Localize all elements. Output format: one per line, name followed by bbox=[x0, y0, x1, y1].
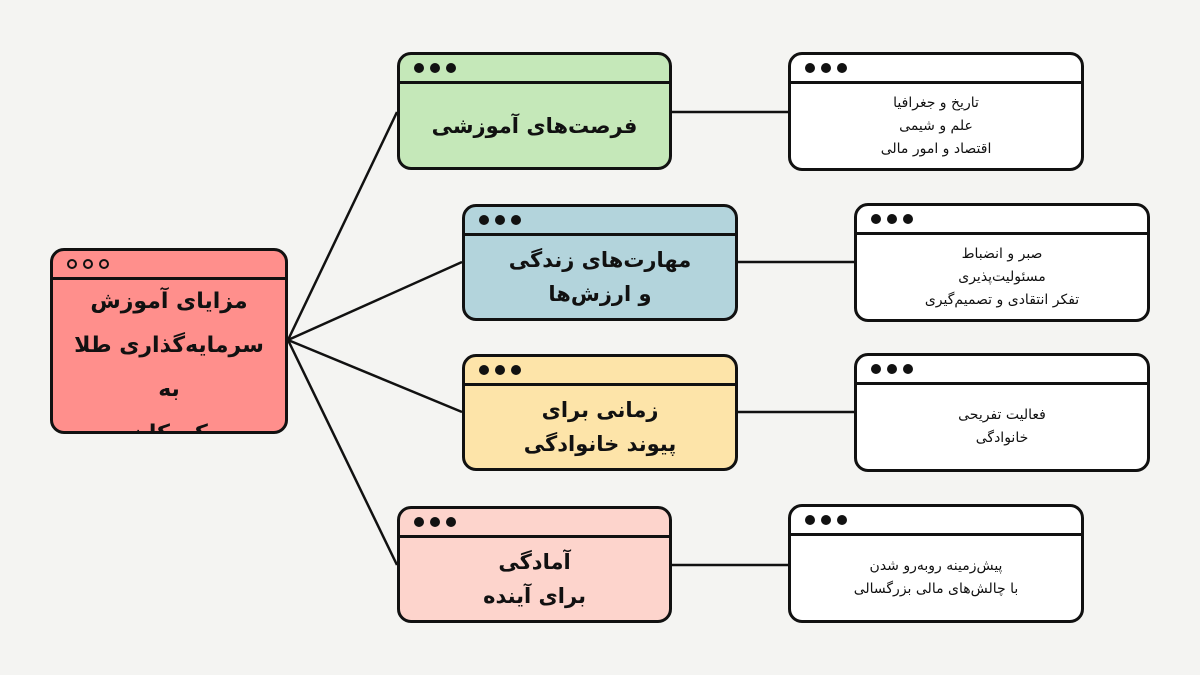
branch-card-body: فرصت‌های آموزشی bbox=[400, 84, 669, 167]
detail-card-body: تاریخ و جغرافیا علم و شیمی اقتصاد و امور… bbox=[791, 84, 1081, 168]
detail-card-body: پیش‌زمینه روبه‌رو شدن با چالش‌های مالی ب… bbox=[791, 536, 1081, 620]
window-dot-icon bbox=[887, 364, 897, 374]
branch-card-4: آمادگی برای آینده bbox=[397, 506, 672, 623]
root-card-body: مزایای آموزش سرمایه‌گذاری طلا به کودکان bbox=[53, 280, 285, 434]
detail-card-4: پیش‌زمینه روبه‌رو شدن با چالش‌های مالی ب… bbox=[788, 504, 1084, 623]
connector-root-branch-4 bbox=[286, 339, 399, 566]
window-bar bbox=[791, 507, 1081, 536]
branch-card-3: زمانی برای پیوند خانوادگی bbox=[462, 354, 738, 471]
detail-card-body: صبر و انضباط مسئولیت‌پذیری تفکر انتقادی … bbox=[857, 235, 1147, 319]
connector-root-branch-2 bbox=[287, 260, 463, 342]
window-dot-icon bbox=[479, 215, 489, 225]
window-dot-icon bbox=[821, 63, 831, 73]
detail-text: فعالیت تفریحی خانوادگی bbox=[958, 407, 1046, 446]
window-dot-icon bbox=[837, 63, 847, 73]
window-bar bbox=[400, 55, 669, 84]
detail-text: پیش‌زمینه روبه‌رو شدن با چالش‌های مالی ب… bbox=[853, 558, 1019, 597]
window-dot-icon bbox=[805, 63, 815, 73]
window-dot-icon bbox=[871, 214, 881, 224]
branch-card-body: آمادگی برای آینده bbox=[400, 538, 669, 620]
detail-card-1: تاریخ و جغرافیا علم و شیمی اقتصاد و امور… bbox=[788, 52, 1084, 171]
branch-title: فرصت‌های آموزشی bbox=[431, 113, 638, 138]
branch-card-1: فرصت‌های آموزشی bbox=[397, 52, 672, 170]
window-bar bbox=[400, 509, 669, 538]
detail-card-2: صبر و انضباط مسئولیت‌پذیری تفکر انتقادی … bbox=[854, 203, 1150, 322]
detail-text: تاریخ و جغرافیا علم و شیمی اقتصاد و امور… bbox=[880, 94, 992, 157]
window-dot-icon bbox=[446, 517, 456, 527]
connector-root-branch-3 bbox=[287, 338, 463, 414]
window-dot-icon bbox=[887, 214, 897, 224]
window-dot-icon bbox=[903, 364, 913, 374]
branch-title: زمانی برای پیوند خانوادگی bbox=[523, 398, 677, 456]
root-title: مزایای آموزش سرمایه‌گذاری طلا به کودکان bbox=[74, 289, 264, 434]
window-dot-icon bbox=[511, 365, 521, 375]
window-dot-icon bbox=[83, 259, 93, 269]
window-bar bbox=[53, 251, 285, 280]
branch-card-body: مهارت‌های زندگی و ارزش‌ها bbox=[465, 236, 735, 318]
window-dot-icon bbox=[903, 214, 913, 224]
window-dot-icon bbox=[99, 259, 109, 269]
window-dot-icon bbox=[871, 364, 881, 374]
window-bar bbox=[791, 55, 1081, 84]
window-dot-icon bbox=[805, 515, 815, 525]
window-dot-icon bbox=[430, 63, 440, 73]
detail-card-body: فعالیت تفریحی خانوادگی bbox=[857, 385, 1147, 469]
detail-card-3: فعالیت تفریحی خانوادگی bbox=[854, 353, 1150, 472]
window-dot-icon bbox=[430, 517, 440, 527]
window-dot-icon bbox=[446, 63, 456, 73]
window-dot-icon bbox=[837, 515, 847, 525]
window-bar bbox=[465, 357, 735, 386]
window-bar bbox=[857, 356, 1147, 385]
root-card: مزایای آموزش سرمایه‌گذاری طلا به کودکان bbox=[50, 248, 288, 434]
window-dot-icon bbox=[479, 365, 489, 375]
branch-title: مهارت‌های زندگی و ارزش‌ها bbox=[508, 248, 692, 306]
window-dot-icon bbox=[511, 215, 521, 225]
window-dot-icon bbox=[414, 63, 424, 73]
window-bar bbox=[857, 206, 1147, 235]
window-dot-icon bbox=[414, 517, 424, 527]
branch-card-body: زمانی برای پیوند خانوادگی bbox=[465, 386, 735, 468]
window-dot-icon bbox=[821, 515, 831, 525]
window-dot-icon bbox=[495, 365, 505, 375]
branch-title: آمادگی برای آینده bbox=[483, 550, 586, 608]
branch-card-2: مهارت‌های زندگی و ارزش‌ها bbox=[462, 204, 738, 321]
detail-text: صبر و انضباط مسئولیت‌پذیری تفکر انتقادی … bbox=[924, 245, 1080, 308]
window-bar bbox=[465, 207, 735, 236]
window-dot-icon bbox=[67, 259, 77, 269]
window-dot-icon bbox=[495, 215, 505, 225]
connector-root-branch-1 bbox=[286, 111, 399, 341]
